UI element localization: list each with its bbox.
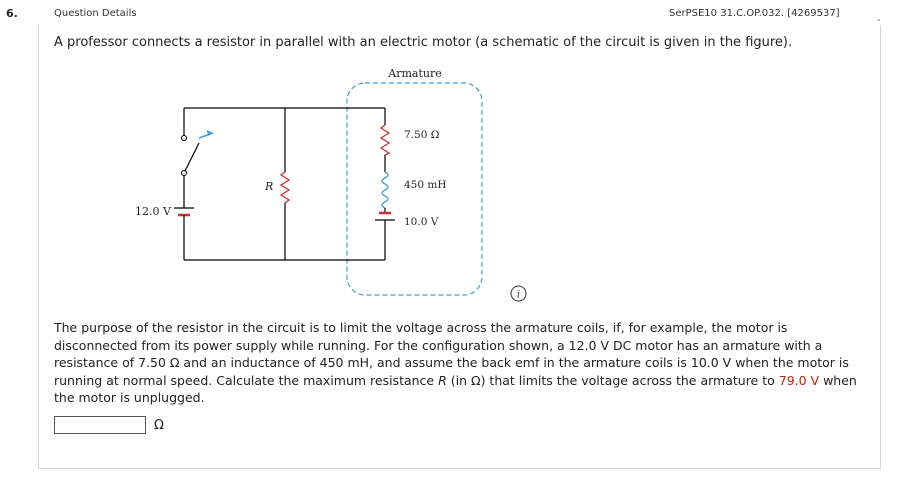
armature-resistor [379,124,391,156]
back-emf-label: 10.0 V [404,216,439,228]
source-voltage-label: 12.0 V [135,205,172,218]
armature-inductor [381,171,389,209]
problem-text-part2: (in Ω) that limits the voltage across th… [446,372,779,388]
problem-statement: The purpose of the resistor in the circu… [54,319,874,407]
question-details-label: Question Details [54,8,137,19]
answer-unit: Ω [154,418,164,433]
problem-variable-R: R [438,372,447,388]
circuit-figure: Armature 12.0 V R 7.50 Ω 450 mH 10.0 V [135,67,483,296]
question-card [38,25,881,469]
info-circle-icon[interactable]: i [510,285,527,302]
question-id: SerPSE10 31.C.OP.032. [4269537] [669,8,840,19]
armature-region [346,82,483,296]
question-number: 6. [6,7,18,20]
svg-text:i: i [517,290,520,301]
armature-resistance-label: 7.50 Ω [404,129,440,141]
collapse-toggle[interactable]: - [877,15,881,26]
resistor-R [279,171,291,204]
problem-highlight-value: 79.0 V [778,372,820,388]
question-intro: A professor connects a resistor in paral… [54,35,793,50]
switch-top-terminal [181,135,187,141]
problem-text-part1: The purpose of the resistor in the circu… [54,320,849,388]
armature-inductance-label: 450 mH [404,179,447,191]
armature-label: Armature [387,67,441,80]
problem-text-part3: when the motor is unplugged. [54,372,857,406]
answer-input[interactable] [54,416,146,434]
switch-blade [183,142,200,174]
resistor-R-label: R [264,180,273,193]
switch-bottom-terminal [181,170,187,176]
